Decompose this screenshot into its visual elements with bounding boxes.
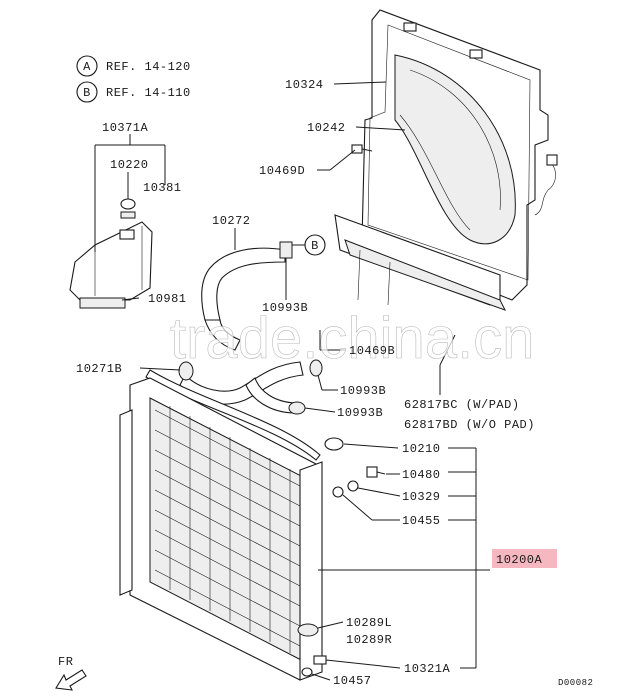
bracket-10321a-part [313,655,327,665]
lower-hose-clamp-2 [309,359,323,377]
mount-10455-part [332,486,344,498]
fan-shroud-ring-edge [409,69,501,211]
label-10329: 10329 [402,490,441,504]
fr-arrow-icon [55,669,87,691]
label-10469d: 10469D [259,164,305,178]
label-10381: 10381 [143,181,182,195]
label-10210: 10210 [402,442,441,456]
label-10271b: 10271B [76,362,122,376]
bracket-10329-part [347,480,359,492]
leader-10271b [139,367,181,371]
ref-b-text: REF. 14-110 [106,86,191,100]
tank-cap-drawing [120,198,136,219]
leader-10469d-b [329,149,356,171]
fr-label: FR [58,655,73,669]
label-10321a: 10321A [404,662,451,676]
label-10981: 10981 [148,292,187,306]
leader-10993b-low [304,407,336,413]
shroud-connector [546,154,558,166]
label-10289l: 10289L [346,616,392,630]
fan-shroud-ring-edge2 [399,114,471,231]
label-10993b-top: 10993B [262,301,308,315]
reserve-tank-drawing [69,221,153,309]
label-10993b-low: 10993B [337,406,383,420]
ref-a-circle [76,55,98,77]
leader-10210 [343,443,399,449]
cushion-10289-part [297,623,319,637]
leader-62817-b [439,334,456,366]
radiator-right-tank [299,461,323,681]
diagram-id: D00082 [558,678,593,688]
label-10457: 10457 [333,674,372,688]
shroud-wire [534,159,556,216]
tank-cap [120,198,136,210]
ref-b-callout-circle [304,234,326,256]
upper-hose-end [204,319,241,351]
radiator-cap-10210 [324,437,344,451]
label-10242: 10242 [307,121,346,135]
lower-hose-clamp-3 [288,401,306,415]
drain-plug-head [366,466,378,478]
label-10272: 10272 [212,214,251,228]
drain-plug-shank [376,471,386,475]
reserve-tank-bracket [79,297,126,309]
leader-10324 [333,81,387,85]
upper-hose-drawing [201,241,293,351]
leader-10321a [325,659,401,669]
upper-hose-clamp [279,241,293,259]
shroud-tab-1 [403,22,417,32]
label-62817bc: 62817BC (W/PAD) [404,398,520,412]
bolt-10469d-shank [361,148,373,152]
drain-plug-10480 [366,466,386,478]
bolt-10457-part [301,667,313,677]
label-10200a: 10200A [496,553,543,567]
fan-shroud-inner [367,24,531,281]
label-10324: 10324 [285,78,324,92]
reserve-tank-neck [119,229,135,240]
lower-shroud-drawing [334,214,507,311]
fan-shroud-drawing [361,9,558,301]
leader-10289 [317,621,344,629]
label-10480: 10480 [402,468,441,482]
watermark: trade.china.cn [170,306,534,371]
radiator-fins-h [154,409,301,647]
lower-shroud-lip [344,239,507,311]
label-10469b: 10469B [349,344,395,358]
bolt-10469d-drawing [351,144,373,154]
ref-b: B REF. 14-110 [76,81,191,103]
radiator-fins-v [169,406,291,653]
highlight-10200a [492,549,557,568]
reserve-tank-body [69,221,153,301]
label-62817bd: 62817BD (W/O PAD) [404,418,535,432]
ref-b-letter: B [83,86,91,100]
lower-shroud-rib-1 [357,249,361,301]
radiator-left-tank [119,409,133,596]
label-10371a: 10371A [102,121,149,135]
leader-10329 [357,487,401,497]
ref-b-circle [76,81,98,103]
lower-hose-drawing [178,359,323,415]
tank-cap-seal [120,211,136,219]
label-10455: 10455 [402,514,441,528]
leader-10993b-mid-b [317,374,323,391]
label-10289r: 10289R [346,633,392,647]
leader-10242 [355,126,406,131]
lower-shroud-rib-2 [387,261,391,306]
ref-a-text: REF. 14-120 [106,60,191,74]
label-10993b-mid: 10993B [340,384,386,398]
radiator-drawing [119,377,323,681]
fan-shroud-ring [394,54,516,245]
ref-a: A REF. 14-120 [76,55,191,77]
front-arrow: FR [55,655,87,691]
label-10220: 10220 [110,158,149,172]
leader-10455-b [342,494,373,521]
leader-10981 [121,297,140,301]
lower-hose-clamp-1 [178,361,194,381]
shroud-tab-2 [469,49,483,59]
leader-10457 [311,673,331,681]
leader-lines [94,81,490,681]
ref-a-letter: A [83,60,91,74]
ref-b-callout: B [311,239,319,253]
